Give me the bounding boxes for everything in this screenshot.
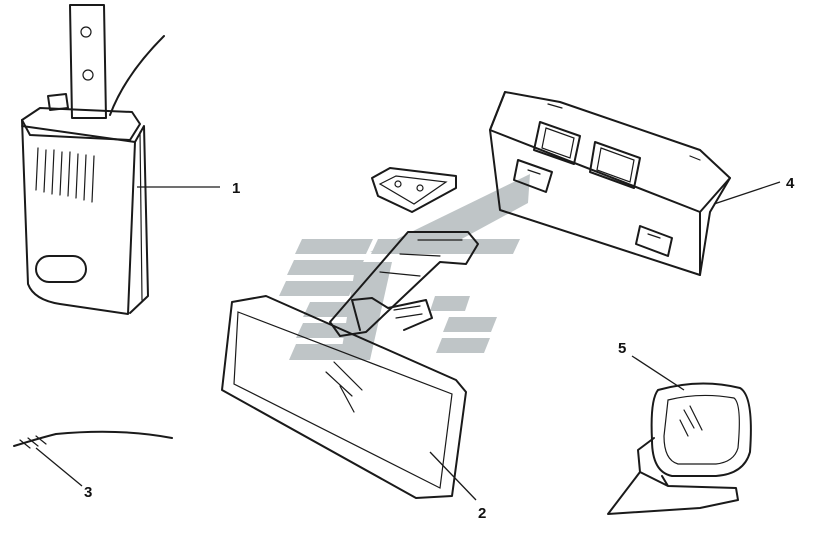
rear-view-mirror xyxy=(221,231,479,501)
interior-light-unit xyxy=(21,4,220,315)
callout-label-5: 5 xyxy=(618,340,626,357)
callout-label-3: 3 xyxy=(84,484,92,501)
callout-label-4: 4 xyxy=(786,175,795,192)
wire-clip xyxy=(13,430,173,487)
mirror-mount-clip xyxy=(371,167,457,213)
callout-label-1: 1 xyxy=(232,180,240,197)
watermark-logo-icon xyxy=(279,174,530,360)
overhead-console xyxy=(489,91,781,276)
callout-label-2: 2 xyxy=(478,505,486,522)
side-mirror xyxy=(607,355,752,515)
